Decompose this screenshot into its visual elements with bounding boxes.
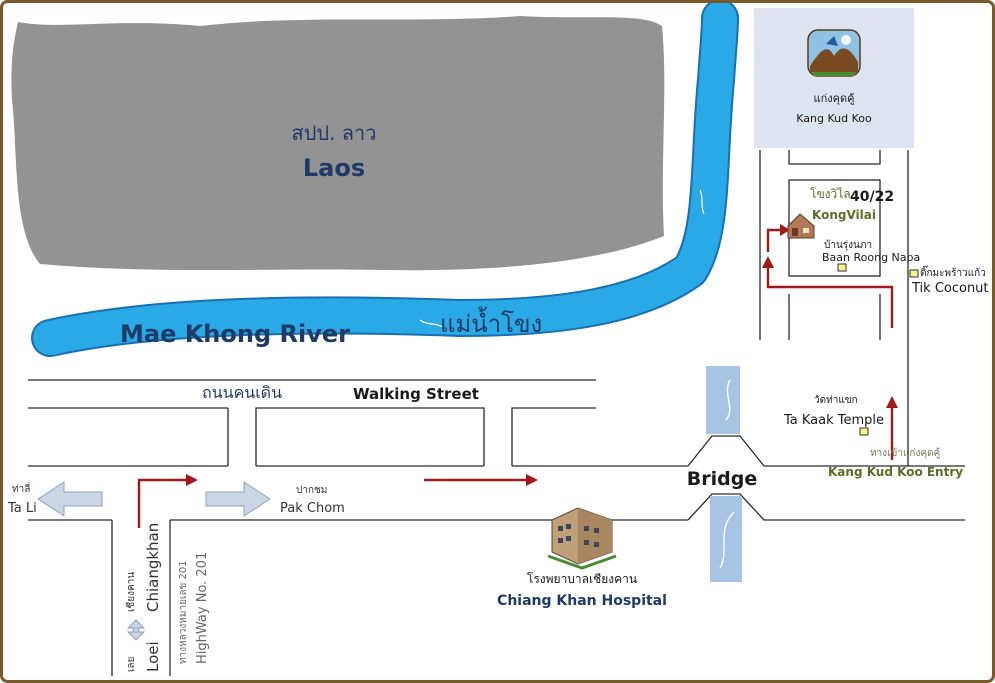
river-label-en: Mae Khong River xyxy=(120,320,350,348)
ta-kaak-temple-marker xyxy=(859,427,869,436)
house-icon xyxy=(787,213,815,239)
kang-kud-koo-label-en: Kang Kud Koo xyxy=(796,112,872,125)
hospital-icon xyxy=(547,507,617,570)
bridge-ripple xyxy=(725,379,731,421)
river-ripple xyxy=(699,189,705,215)
ta-li-label-en: Ta Li xyxy=(7,501,37,516)
hospital-label-en: Chiang Khan Hospital xyxy=(497,593,667,609)
east-direction-arrow xyxy=(205,481,271,517)
bridge-ripple xyxy=(719,511,735,569)
river-label-thai: แม่น้ำโขง xyxy=(440,306,542,338)
highway-label-thai: ทางหลวงหมายเลข 201 xyxy=(178,560,189,664)
baan-roong-napa-label-en: Baan Roong Napa xyxy=(822,251,920,264)
tik-coconut-label-thai: ติ๊กมะพร้าวแก้ว xyxy=(920,265,986,279)
chiangkhan-label-thai: เชียงคาน xyxy=(125,572,137,612)
pak-chom-label-en: Pak Chom xyxy=(280,501,345,516)
kongvilai-number: 40/22 xyxy=(850,189,894,205)
laos-label-thai: สปป. ลาว xyxy=(291,121,376,145)
bridge-water-north xyxy=(706,366,740,434)
bridge-water-south xyxy=(710,496,742,582)
hospital-label-thai: โรงพยาบาลเชียงคาน xyxy=(527,572,637,586)
ta-kaak-temple-label-thai: วัดท่าแขก xyxy=(814,395,858,406)
loei-label-en: Loei xyxy=(144,641,162,672)
landscape-icon xyxy=(807,29,861,77)
laos-land xyxy=(11,16,665,271)
walking-street-label-thai: ถนนคนเดิน xyxy=(202,383,282,402)
ta-kaak-temple-label-en: Ta Kaak Temple xyxy=(783,413,884,428)
tik-coconut-label-en: Tik Coconut xyxy=(911,281,989,296)
laos-label-en: Laos xyxy=(303,154,365,182)
pak-chom-label-thai: ปากชม xyxy=(296,485,327,496)
route-arrows xyxy=(137,228,894,528)
river-ripple xyxy=(419,319,445,329)
road-network xyxy=(28,150,965,676)
west-direction-arrow xyxy=(37,481,103,517)
loei-label-thai: เลย xyxy=(126,657,137,672)
baan-roong-napa-label-thai: บ้านรุ่งนภา xyxy=(824,239,872,251)
updown-direction-arrow xyxy=(126,619,146,641)
mekong-river xyxy=(33,1,737,355)
bridge-label: Bridge xyxy=(687,468,757,490)
walking-street-label-en: Walking Street xyxy=(353,385,479,403)
kang-kud-koo-label-thai: แก่งคุดคู้ xyxy=(814,92,855,105)
kongvilai-label-thai: โขงวิไล xyxy=(810,187,851,201)
kongvilai-label-en: KongVilai xyxy=(812,208,876,222)
highway-label-en: HighWay No. 201 xyxy=(195,552,210,664)
kang-kud-koo-box xyxy=(754,8,914,148)
kang-kud-koo-entry-label-en: Kang Kud Koo Entry xyxy=(828,465,963,479)
baan-roong-napa-marker xyxy=(837,263,847,272)
ta-li-label-thai: ท่าลี่ xyxy=(12,481,30,495)
chiangkhan-label-en: Chiangkhan xyxy=(144,523,162,612)
tik-coconut-marker xyxy=(909,269,919,278)
route-arrowheads xyxy=(186,224,898,486)
kang-kud-koo-entry-label-thai: ทางเข้าแก่งคุดคู้ xyxy=(870,447,940,459)
